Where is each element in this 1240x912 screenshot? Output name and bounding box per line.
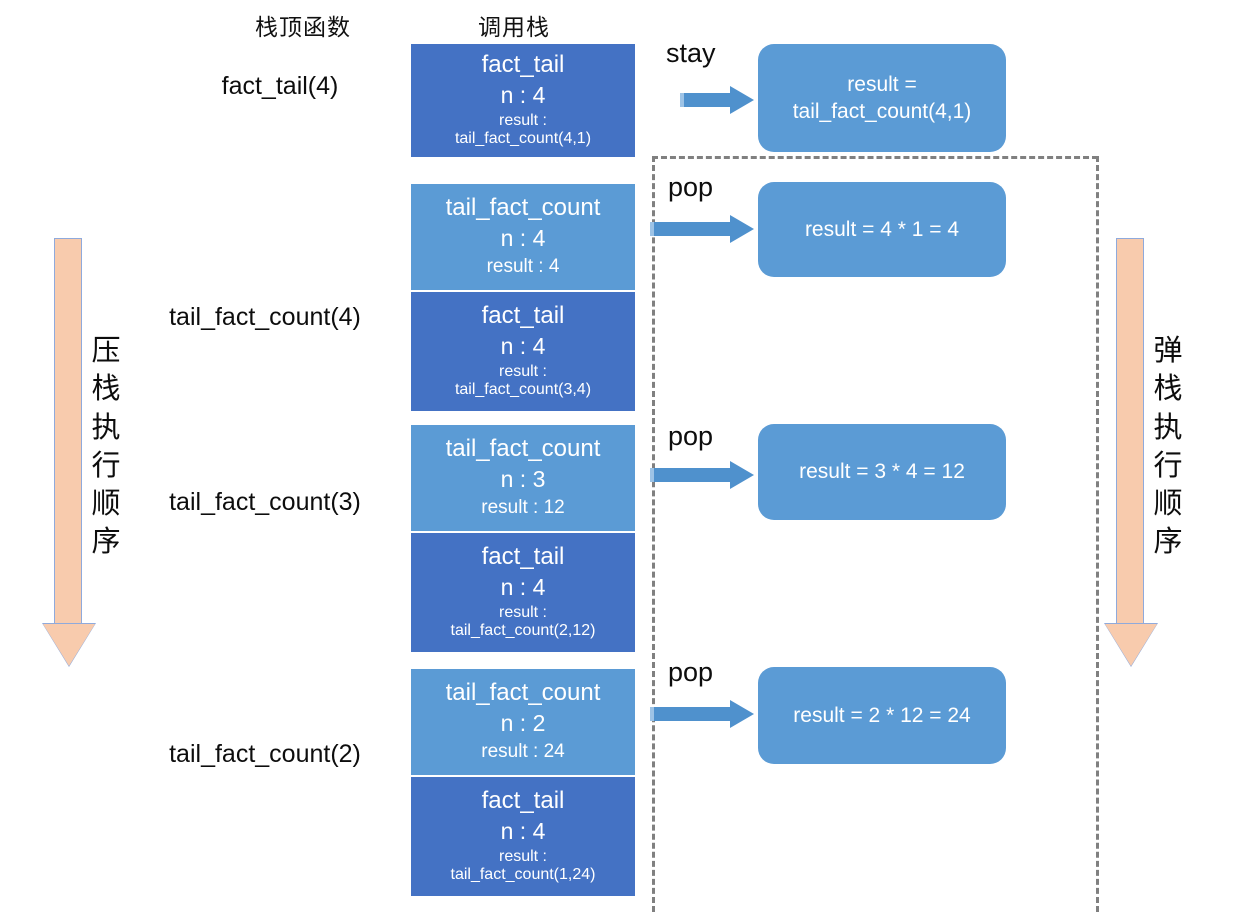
result-box-1: result = 4 * 1 = 4	[758, 182, 1006, 277]
popzone-left-border	[652, 156, 655, 912]
result-line-2: tail_fact_count(4,1)	[792, 100, 972, 123]
result-box-0: result = tail_fact_count(4,1)	[758, 44, 1006, 152]
pop-order-label: 弹栈执行顺序	[1153, 335, 1183, 559]
popzone-right-border	[1096, 156, 1099, 912]
pop-arrow-icon-2	[650, 461, 754, 489]
pop-arrow-icon-1	[650, 215, 754, 243]
header-top-function: 栈顶函数	[255, 14, 351, 40]
top-function-label-0: fact_tail(4)	[221, 72, 339, 100]
frame-result-value: tail_fact_count(4,1)	[454, 130, 592, 148]
stack-frame-1: tail_fact_count n : 4 result : 4	[411, 184, 635, 290]
frame-result-label: result : 12	[481, 496, 565, 518]
transition-caption-pop-3: pop	[668, 657, 714, 687]
frame-result-value: tail_fact_count(2,12)	[450, 622, 596, 640]
stack-frame-4: fact_tail n : 4 result : tail_fact_count…	[411, 533, 635, 652]
result-line-1: result = 3 * 4 = 12	[799, 460, 965, 484]
stack-frame-0: fact_tail n : 4 result : tail_fact_count…	[411, 44, 635, 157]
top-function-label-1: tail_fact_count(4)	[169, 303, 361, 331]
transition-caption-stay: stay	[666, 38, 716, 68]
frame-function-name: tail_fact_count	[445, 193, 601, 221]
stack-frame-2: fact_tail n : 4 result : tail_fact_count…	[411, 292, 635, 411]
result-line-1: result = 2 * 12 = 24	[793, 703, 971, 727]
frame-result-label: result :	[498, 603, 547, 621]
frame-arg-n: n : 4	[500, 81, 546, 108]
pop-arrow-icon-3	[650, 700, 754, 728]
popzone-top-border	[652, 156, 1098, 159]
frame-arg-n: n : 4	[500, 332, 546, 359]
stack-frame-6: fact_tail n : 4 result : tail_fact_count…	[411, 777, 635, 896]
frame-function-name: tail_fact_count	[445, 434, 601, 462]
stack-frame-5: tail_fact_count n : 2 result : 24	[411, 669, 635, 775]
result-line-1: result = 4 * 1 = 4	[804, 217, 960, 241]
frame-function-name: fact_tail	[481, 50, 565, 78]
push-order-arrow-icon	[42, 238, 96, 667]
pop-order-arrow-icon	[1104, 238, 1158, 667]
frame-result-value: tail_fact_count(3,4)	[454, 381, 592, 399]
frame-function-name: fact_tail	[481, 301, 565, 329]
result-box-3: result = 2 * 12 = 24	[758, 667, 1006, 764]
push-order-label: 压栈执行顺序	[91, 335, 121, 559]
frame-arg-n: n : 4	[500, 573, 546, 600]
frame-arg-n: n : 3	[500, 465, 546, 492]
frame-arg-n: n : 4	[500, 224, 546, 251]
frame-result-label: result : 4	[486, 255, 560, 277]
frame-function-name: fact_tail	[481, 786, 565, 814]
frame-function-name: tail_fact_count	[445, 678, 601, 706]
result-line-1: result =	[847, 72, 917, 96]
frame-arg-n: n : 2	[500, 709, 546, 736]
frame-arg-n: n : 4	[500, 817, 546, 844]
stack-frame-3: tail_fact_count n : 3 result : 12	[411, 425, 635, 531]
frame-result-label: result :	[498, 111, 547, 129]
header-call-stack: 调用栈	[478, 14, 550, 40]
frame-result-label: result : 24	[481, 740, 565, 762]
frame-result-value: tail_fact_count(1,24)	[450, 866, 596, 884]
stay-arrow-icon	[680, 86, 754, 114]
top-function-label-2: tail_fact_count(3)	[169, 488, 361, 516]
transition-caption-pop-1: pop	[668, 172, 714, 202]
frame-result-label: result :	[498, 847, 547, 865]
frame-result-label: result :	[498, 362, 547, 380]
result-box-2: result = 3 * 4 = 12	[758, 424, 1006, 520]
transition-caption-pop-2: pop	[668, 421, 714, 451]
frame-function-name: fact_tail	[481, 542, 565, 570]
top-function-label-3: tail_fact_count(2)	[169, 740, 361, 768]
